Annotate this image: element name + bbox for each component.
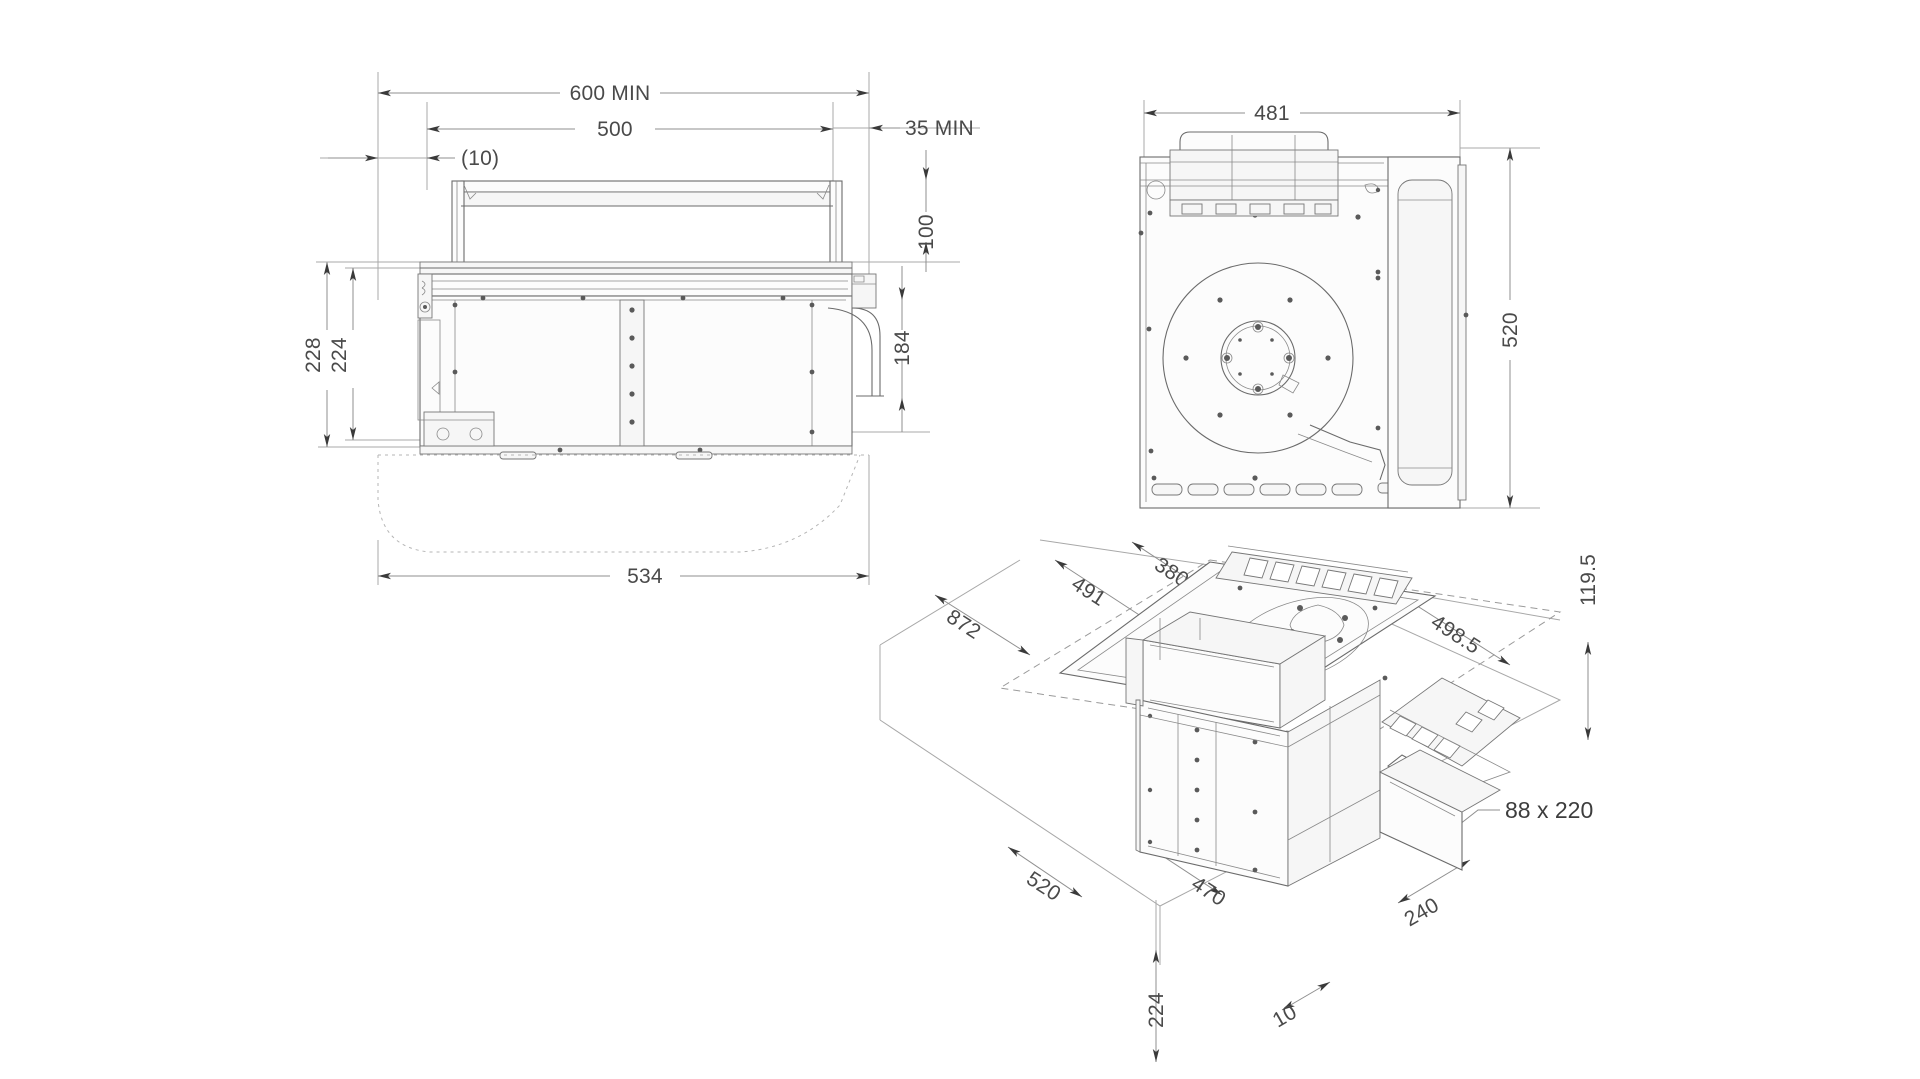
dimension-10-iso: 10 xyxy=(1269,981,1331,1032)
plan-grille-assembly xyxy=(1140,131,1394,217)
dim-label-500: 500 xyxy=(597,118,633,141)
dim-label-35-min: 35 MIN xyxy=(905,117,974,140)
dimension-224-iso: 224 xyxy=(1145,950,1168,1062)
dim-label-88x220: 88 x 220 xyxy=(1505,797,1593,823)
dim-label-100: 100 xyxy=(915,214,938,250)
dim-label-481: 481 xyxy=(1254,102,1290,125)
plan-extension-lines xyxy=(1143,100,1540,509)
dim-label-240: 240 xyxy=(1401,894,1443,932)
dim-label-228: 228 xyxy=(302,337,325,373)
view-front-section: 600 MIN 500 (10) 35 MIN xyxy=(302,72,980,588)
iso-rear-grille xyxy=(1215,545,1413,605)
dim-label-10: (10) xyxy=(461,147,499,170)
dimension-872: 872 xyxy=(934,594,1031,656)
plan-motor-housing xyxy=(1387,156,1469,509)
dimension-534: 534 xyxy=(378,565,869,588)
dim-label-224-iso: 224 xyxy=(1145,992,1168,1028)
dim-label-534: 534 xyxy=(627,565,663,588)
dimension-10: (10) xyxy=(328,147,499,170)
dimension-240: 240 xyxy=(1397,859,1471,932)
dimension-520-iso: 520 xyxy=(1007,846,1083,906)
dim-label-600-min: 600 MIN xyxy=(570,82,651,105)
front-riser-panel xyxy=(451,180,843,265)
dimension-600-min: 600 MIN xyxy=(378,82,869,105)
plan-fan-scroll xyxy=(1162,262,1386,481)
dimension-481: 481 xyxy=(1144,102,1460,125)
iso-front-riser xyxy=(1141,611,1327,729)
dimension-491: 491 xyxy=(1054,559,1151,623)
dimension-100: 100 xyxy=(915,150,938,272)
dim-label-491: 491 xyxy=(1067,572,1109,611)
dimension-119-5: 119.5 xyxy=(1577,554,1600,740)
dim-label-872: 872 xyxy=(942,605,984,644)
dimension-520-plan: 520 xyxy=(1499,148,1522,508)
iso-lower-right-block xyxy=(1379,749,1501,871)
front-phantom-outline xyxy=(377,454,869,553)
dim-label-520-plan: 520 xyxy=(1499,312,1522,348)
dimension-35-min: 35 MIN xyxy=(869,117,974,140)
dim-label-470-iso: 470 xyxy=(1187,872,1229,911)
front-worktop xyxy=(316,261,890,275)
dim-label-119-5: 119.5 xyxy=(1577,554,1600,606)
dim-label-10-iso: 10 xyxy=(1269,1000,1301,1032)
iso-left-wing xyxy=(1125,637,1144,853)
front-duct-elbow xyxy=(827,273,884,397)
dim-label-520-iso: 520 xyxy=(1022,867,1064,906)
dim-label-184: 184 xyxy=(891,330,914,366)
dimension-228: 228 xyxy=(302,262,331,447)
dimension-88x220: 88 x 220 xyxy=(1454,797,1593,829)
dimension-224: 224 xyxy=(328,268,357,440)
front-left-detail xyxy=(417,273,495,447)
dimension-184: 184 xyxy=(891,266,914,432)
dim-label-224: 224 xyxy=(328,337,351,373)
view-isometric: 872 491 380 498.5 119.5 xyxy=(879,539,1600,1062)
dim-label-498-5: 498.5 xyxy=(1427,610,1484,658)
dimension-500: 500 xyxy=(427,118,833,141)
view-top-plan: 481 520 xyxy=(1138,100,1540,509)
